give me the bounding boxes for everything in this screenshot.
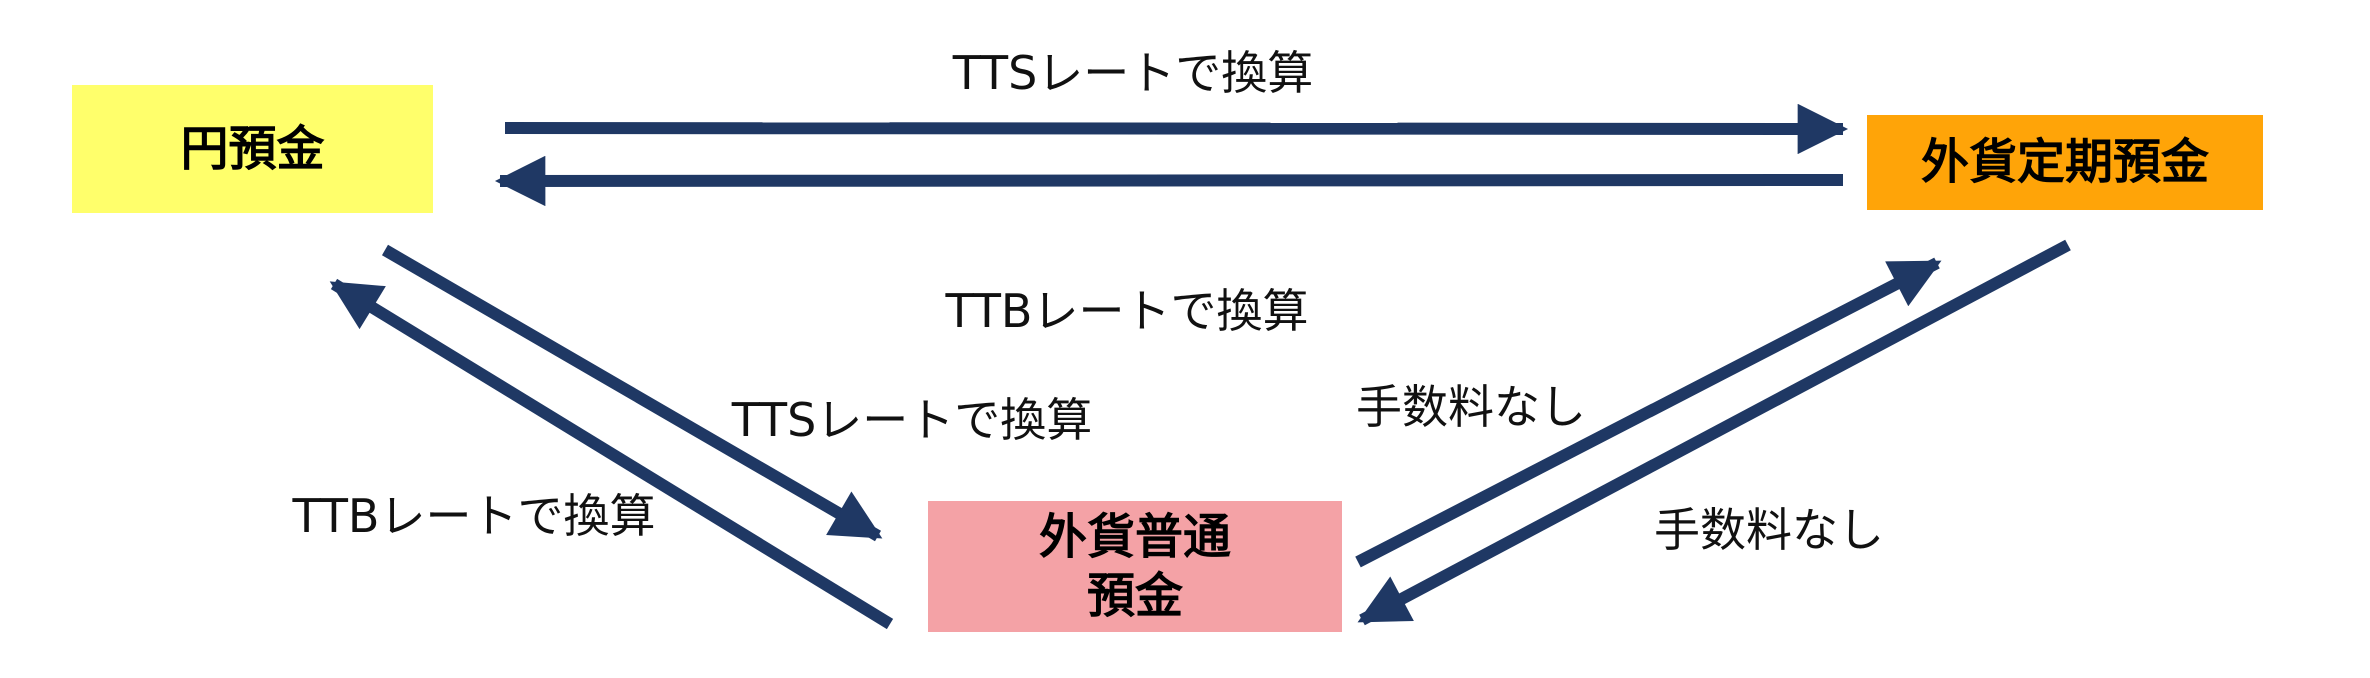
arrow-ttb-ordinary-to-yen-icon bbox=[329, 278, 894, 630]
arrow-fee-time-to-ordinary-icon bbox=[1357, 239, 2071, 626]
edge-label-tts-yen-to-ordinary: TTSレートで換算 bbox=[731, 393, 1093, 447]
node-foreign-time-deposit: 外貨定期預金 bbox=[1867, 115, 2263, 210]
edge-label-tts-yen-to-time: TTSレートで換算 bbox=[952, 46, 1314, 100]
node-foreign-ordinary-deposit: 外貨普通 預金 bbox=[928, 501, 1342, 632]
node-foreign-time-deposit-label: 外貨定期預金 bbox=[1920, 134, 2209, 191]
node-yen-deposit-label: 円預金 bbox=[180, 120, 325, 177]
node-foreign-ordinary-deposit-label-line2: 預金 bbox=[1086, 567, 1183, 624]
arrow-ttb-time-to-yen-icon bbox=[494, 155, 1844, 207]
arrow-tts-yen-to-time-icon bbox=[504, 103, 1849, 155]
node-yen-deposit: 円預金 bbox=[72, 85, 433, 213]
edge-label-ttb-time-to-yen: TTBレートで換算 bbox=[945, 284, 1309, 338]
edge-label-fee-time-to-ordinary: 手数料なし bbox=[1654, 503, 1884, 557]
arrow-fee-ordinary-to-time-icon bbox=[1355, 257, 1942, 568]
edge-label-ttb-ordinary-to-yen: TTBレートで換算 bbox=[292, 489, 656, 543]
arrow-tts-yen-to-ordinary-icon bbox=[381, 244, 883, 542]
edge-label-fee-ordinary-to-time: 手数料なし bbox=[1356, 380, 1586, 434]
node-foreign-ordinary-deposit-label-line1: 外貨普通 bbox=[1038, 508, 1231, 565]
